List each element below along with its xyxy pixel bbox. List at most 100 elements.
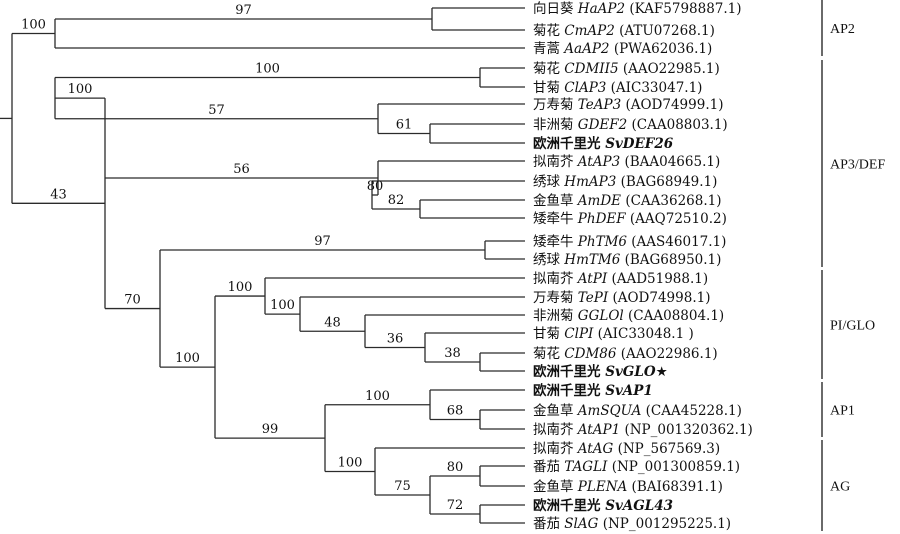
accession-number: (AAO22985.1) [619,61,720,77]
gene-name: AtPI [576,271,608,287]
gene-name: AaAP2 [562,41,609,57]
star-marker: ★ [656,364,668,380]
bootstrap-value: 100 [68,82,93,97]
species-name: 菊花 [533,61,564,77]
leaf-label: 拟南芥 AtAP3 (BAA04665.1) [533,154,720,170]
clade-label: AP1 [830,404,855,419]
bootstrap-value: 72 [447,498,464,513]
gene-name: ClAP3 [564,80,606,96]
species-name: 矮牵牛 [533,211,578,227]
species-name: 向日葵 [533,1,578,17]
leaf-label: 菊花 CDM86 (AAO22986.1) [533,346,718,362]
species-name: 欧洲千里光 [533,363,605,380]
bootstrap-value: 36 [387,332,404,347]
bootstrap-value: 61 [396,118,413,133]
accession-number: (AOD74998.1) [608,290,710,306]
species-name: 万寿菊 [533,96,578,113]
bootstrap-value: 82 [388,193,405,208]
species-name: 金鱼草 [533,478,578,495]
species-name: 金鱼草 [533,192,578,209]
bootstrap-value: 56 [233,162,250,177]
bootstrap-value: 100 [21,18,46,33]
leaf-label: 菊花 CDMII5 (AAO22985.1) [533,61,720,77]
gene-name: SvAP1 [605,383,653,399]
accession-number: (KAF5798887.1) [625,1,741,17]
bootstrap-value: 57 [208,103,225,118]
clade-label: AG [830,480,850,495]
gene-name: GGLOl [578,308,624,324]
gene-name: CmAP2 [564,23,615,39]
gene-name: PhTM6 [577,234,628,250]
gene-name: HmAP3 [563,174,616,190]
gene-name: AmDE [576,193,621,209]
gene-name: SvGLO [605,364,656,380]
species-name: 菊花 [533,23,564,39]
accession-number: (NP_001295225.1) [598,516,731,532]
leaf-label: 金鱼草 PLENA (BAI68391.1) [533,478,723,495]
bootstrap-value: 70 [124,293,141,308]
bootstrap-value: 97 [235,3,252,18]
bootstrap-value: 100 [270,298,295,313]
species-name: 青蒿 [533,41,564,57]
leaf-label: 拟南芥 AtPI (AAD51988.1) [533,271,708,287]
accession-number: (AAS46017.1) [627,234,726,250]
bootstrap-value: 100 [255,62,280,77]
bootstrap-value: 100 [365,389,390,404]
bootstrap-value: 68 [447,404,464,419]
leaf-label: 万寿菊 TePI (AOD74998.1) [533,289,710,306]
gene-name: SlAG [564,516,598,532]
accession-number: (AAQ72510.2) [626,211,727,227]
leaf-label: 欧洲千里光 SvAP1 [533,382,653,399]
species-name: 拟南芥 [533,271,578,287]
accession-number: (CAA45228.1) [641,403,741,419]
accession-number: (NP_001300859.1) [607,459,740,475]
leaf-labels: 向日葵 HaAP2 (KAF5798887.1) 菊花 CmAP2 (ATU072… [533,1,753,532]
accession-number: (CAA08804.1) [624,308,724,324]
leaf-label: 非洲菊 GGLOl (CAA08804.1) [533,308,724,324]
bootstrap-value: 75 [394,479,411,494]
leaf-label: 青蒿 AaAP2 (PWA62036.1) [533,41,712,57]
species-name: 非洲菊 [533,308,578,324]
clade-label: AP3/DEF [830,158,885,173]
leaf-label: 矮牵牛 PhDEF (AAQ72510.2) [533,211,727,227]
bootstrap-value: 100 [338,456,363,471]
gene-name: PLENA [577,479,628,495]
accession-number: (AAO22986.1) [616,346,717,362]
leaf-label: 番茄 SlAG (NP_001295225.1) [533,515,731,532]
leaf-label: 金鱼草 AmDE (CAA36268.1) [533,192,722,209]
accession-number: (CAA36268.1) [621,193,721,209]
clade-label: PI/GLO [830,319,875,334]
accession-number: (NP_567569.3) [613,441,720,457]
accession-number: (NP_001320362.1) [620,422,753,438]
species-name: 拟南芥 [533,441,578,457]
species-name: 拟南芥 [533,422,578,438]
gene-name: TePI [578,290,609,306]
species-name: 欧洲千里光 [533,382,605,399]
species-name: 金鱼草 [533,402,578,419]
gene-name: AtAP1 [576,422,620,438]
gene-name: ClPI [564,326,594,342]
gene-name: GDEF2 [578,117,627,133]
species-name: 甘菊 [533,326,564,342]
gene-name: HaAP2 [577,1,625,17]
species-name: 矮牵牛 [533,234,578,250]
gene-name: CDM86 [564,346,617,362]
leaf-label: 欧洲千里光 SvGLO★ [533,363,668,380]
bootstrap-value: 43 [50,187,67,202]
leaf-label: 金鱼草 AmSQUA (CAA45228.1) [533,402,742,419]
accession-number: (AIC33048.1 ) [593,326,693,342]
leaf-label: 欧洲千里光 SvAGL43 [533,497,673,514]
gene-name: SvDEF26 [605,136,674,152]
leaf-label: 万寿菊 TeAP3 (AOD74999.1) [533,96,723,113]
leaf-label: 番茄 TAGLI (NP_001300859.1) [533,458,740,475]
leaf-label: 非洲菊 GDEF2 (CAA08803.1) [533,117,728,133]
bootstrap-values: 1009743100100576156808270971001001004836… [21,3,463,513]
bootstrap-value: 80 [367,179,384,194]
bootstrap-value: 38 [444,346,461,361]
gene-name: HmTM6 [563,252,620,268]
gene-name: AtAP3 [576,154,620,170]
leaf-label: 绣球 HmAP3 (BAG68949.1) [533,174,717,190]
leaf-label: 菊花 CmAP2 (ATU07268.1) [533,23,715,39]
accession-number: (BAG68949.1) [616,174,717,190]
